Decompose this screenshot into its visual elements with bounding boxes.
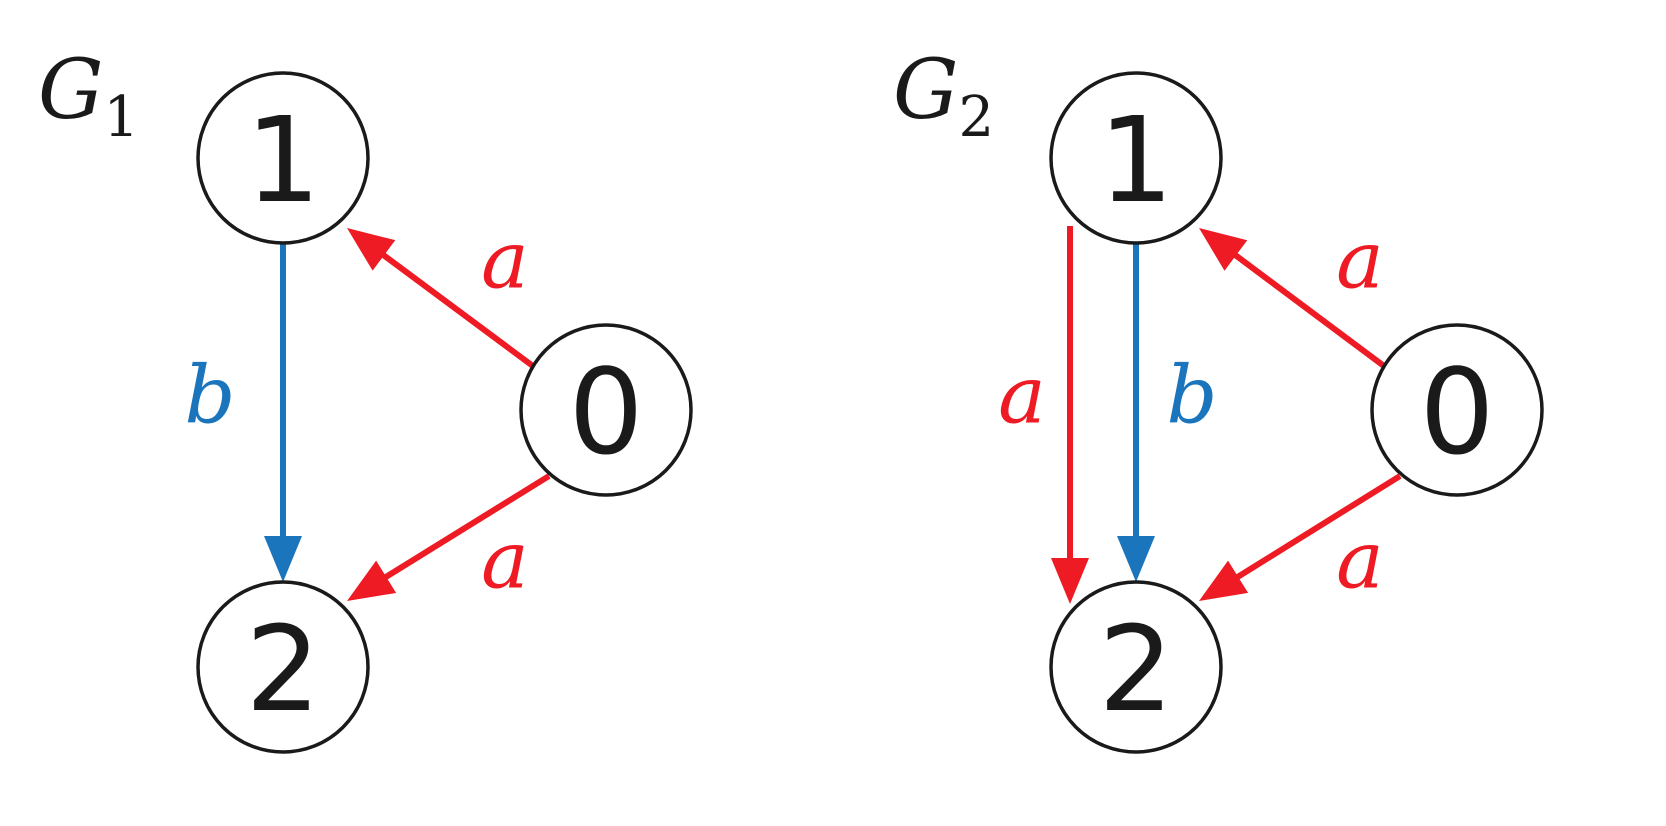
edge-0-to-1 bbox=[1230, 250, 1402, 381]
edge-0-to-1 bbox=[378, 250, 551, 381]
node-1: 1 bbox=[196, 71, 370, 245]
node-2: 2 bbox=[1049, 580, 1223, 754]
graph-g2: G2 a a a b 1 2 0 bbox=[893, 43, 1544, 754]
node-label: 2 bbox=[245, 600, 320, 738]
edge-label: b bbox=[184, 349, 235, 442]
node-label: 2 bbox=[1098, 600, 1173, 738]
node-circle bbox=[1049, 580, 1223, 754]
edge-label: a bbox=[481, 214, 529, 307]
node-0: 0 bbox=[1370, 323, 1544, 497]
node-label: 0 bbox=[568, 343, 643, 481]
graph-title-subscript: 1 bbox=[104, 85, 140, 150]
node-circle bbox=[1049, 71, 1223, 245]
arrowhead bbox=[1199, 560, 1249, 601]
edge-label: b bbox=[1166, 349, 1217, 442]
graph-title-subscript: 2 bbox=[959, 85, 995, 150]
node-label: 1 bbox=[245, 91, 320, 229]
edge-label: a bbox=[998, 349, 1046, 442]
graph-title: G1 bbox=[38, 43, 139, 150]
node-circle bbox=[1370, 323, 1544, 497]
graph-title-name: G bbox=[893, 43, 959, 138]
node-0: 0 bbox=[519, 323, 693, 497]
node-circle bbox=[196, 580, 370, 754]
arrowhead bbox=[264, 536, 302, 582]
arrowhead bbox=[1199, 228, 1248, 271]
node-circle bbox=[519, 323, 693, 497]
edge-label: a bbox=[1336, 514, 1384, 607]
graph-g1: G1 a a b 1 2 0 bbox=[38, 43, 693, 754]
node-label: 1 bbox=[1098, 91, 1173, 229]
arrowhead bbox=[347, 228, 396, 271]
arrowhead bbox=[1051, 558, 1089, 604]
edge-label: a bbox=[1336, 214, 1384, 307]
edge-0-to-2 bbox=[1233, 473, 1402, 582]
node-label: 0 bbox=[1419, 343, 1494, 481]
arrowhead bbox=[347, 560, 397, 601]
edge-label: a bbox=[481, 514, 529, 607]
arrowhead bbox=[1117, 536, 1155, 582]
graph-title: G2 bbox=[893, 43, 994, 150]
node-2: 2 bbox=[196, 580, 370, 754]
node-1: 1 bbox=[1049, 71, 1223, 245]
node-circle bbox=[196, 71, 370, 245]
graph-title-name: G bbox=[38, 43, 104, 138]
edge-0-to-2 bbox=[381, 473, 551, 582]
